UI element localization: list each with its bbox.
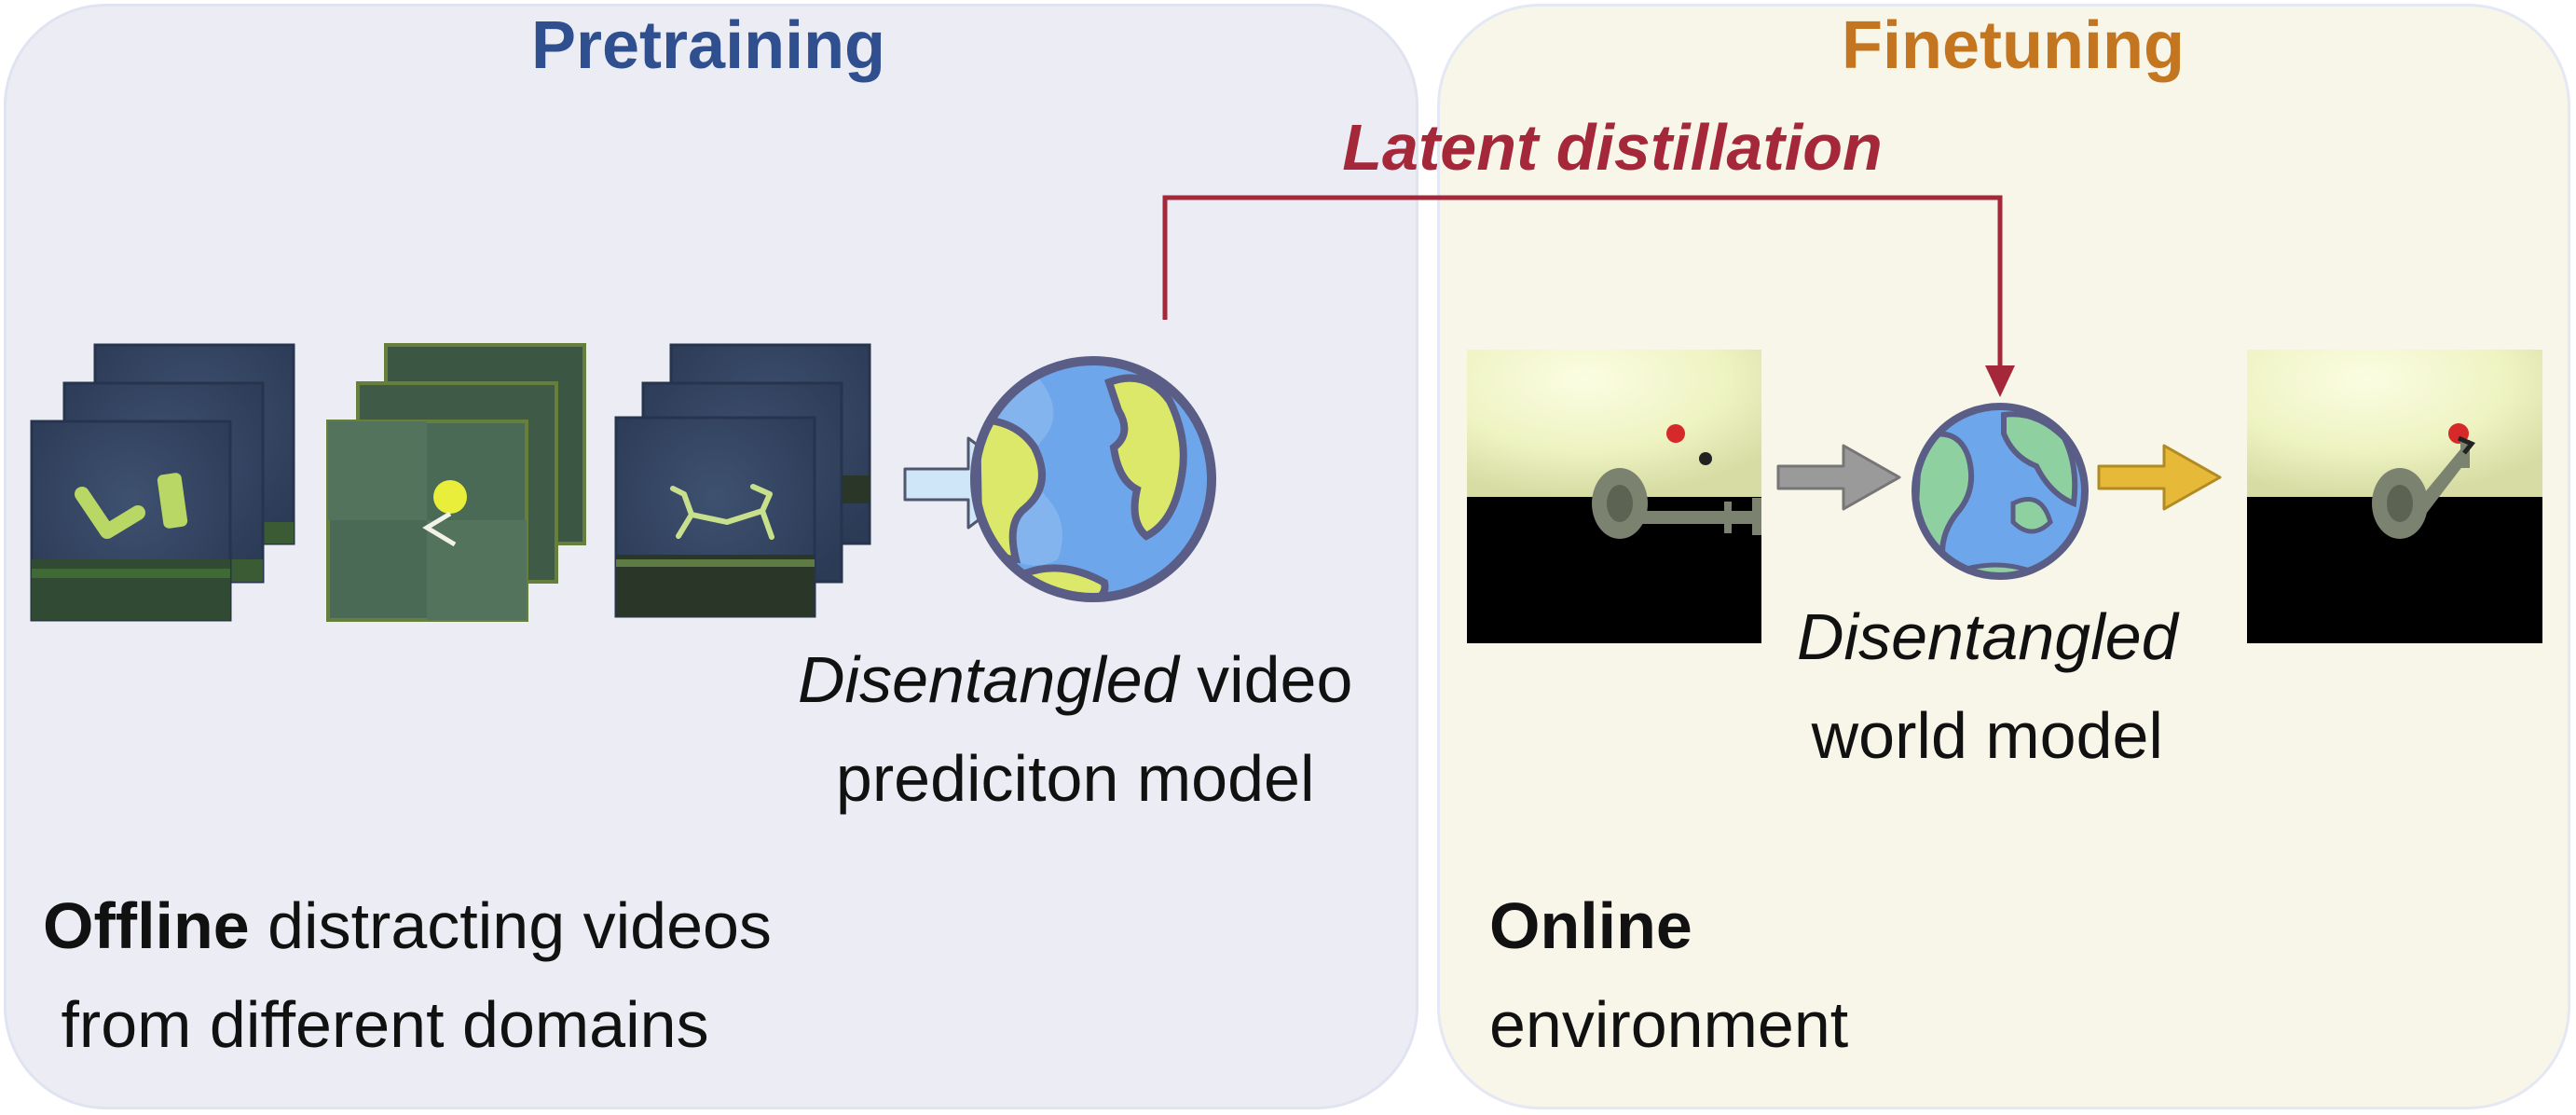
caption-line-2: world model [1811,699,2163,772]
video-frames-stack-icon [30,343,295,622]
offline-videos-caption: Offline distracting videos from differen… [43,876,772,1074]
robot-arm-frame-icon [2247,350,2542,643]
video-prediction-model-caption: Disentangled video prediciton model [798,630,1352,828]
caption-line-2: from different domains [43,988,709,1061]
caption-text: distracting videos [249,889,772,962]
pretraining-title: Pretraining [530,8,886,83]
globe-icon [970,356,1216,602]
finetuning-title: Finetuning [1842,8,2185,83]
caption-emphasis: Disentangled [798,643,1179,716]
video-frames-stack-icon [614,343,871,618]
caption-bold: Online [1489,889,1692,962]
caption-line-2: prediciton model [835,742,1315,815]
caption-line-2: environment [1489,988,1849,1061]
world-model-caption: Disentangled world model [1797,587,2178,785]
globe-icon [1911,403,2089,580]
online-environment-caption: Online environment [1489,876,1848,1074]
arrow-right-icon [2097,444,2222,511]
arrow-right-icon [1776,444,1901,511]
caption-bold: Offline [43,889,250,962]
robot-arm-frame-icon [1467,350,1761,643]
caption-text: video [1178,643,1353,716]
caption-emphasis: Disentangled [1797,600,2178,673]
video-frames-stack-icon [326,343,586,622]
latent-distillation-label: Latent distillation [1342,111,1883,184]
latent-distillation-arrow [1162,195,2015,397]
